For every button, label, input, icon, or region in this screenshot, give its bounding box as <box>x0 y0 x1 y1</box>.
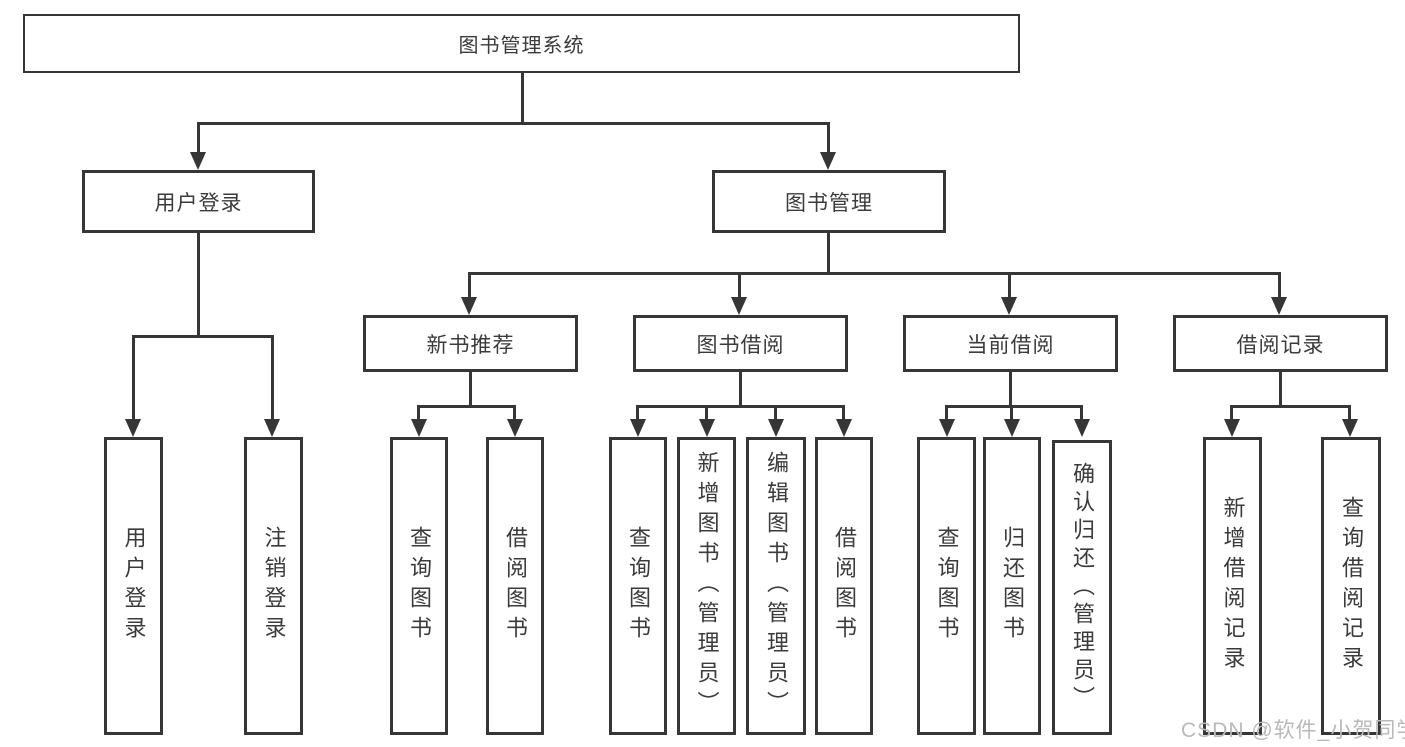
connector-line <box>827 233 830 275</box>
connector-line <box>1010 405 1013 421</box>
arrow-down-icon <box>820 152 836 170</box>
connector-line <box>132 335 274 338</box>
arrow-down-icon <box>125 419 141 437</box>
leaf-confirm-return-admin: 确认归还（管理员） <box>1052 440 1112 735</box>
connector-line <box>521 73 524 125</box>
connector-line <box>827 122 830 154</box>
connector-line <box>774 405 777 421</box>
node-book-management-label: 图书管理 <box>785 191 873 215</box>
arrow-down-icon <box>1342 419 1358 437</box>
node-root: 图书管理系统 <box>23 14 1020 73</box>
connector-line <box>738 272 741 300</box>
leaf-query-books-recommend-label: 查询图书 <box>407 526 432 646</box>
connector-line <box>636 405 845 408</box>
watermark: CSDN @软件_小贺同学 <box>1181 719 1405 742</box>
arrow-down-icon <box>1004 419 1020 437</box>
connector-line <box>513 405 516 421</box>
leaf-query-books-borrow-label: 查询图书 <box>626 526 651 646</box>
connector-line <box>1008 272 1011 300</box>
leaf-query-books-current: 查询图书 <box>917 437 976 735</box>
arrow-down-icon <box>1224 419 1240 437</box>
node-new-book-recommend: 新书推荐 <box>363 315 578 372</box>
connector-line <box>1230 405 1351 408</box>
connector-line <box>1230 405 1233 421</box>
node-book-borrow: 图书借阅 <box>633 315 848 372</box>
leaf-query-borrow-record: 查询借阅记录 <box>1321 437 1381 735</box>
leaf-confirm-return-admin-label: 确认归还（管理员） <box>1070 461 1095 714</box>
connector-line <box>197 122 830 125</box>
leaf-add-borrow-record-label: 新增借阅记录 <box>1220 496 1246 676</box>
leaf-user-login: 用户登录 <box>104 437 163 735</box>
connector-line <box>1279 372 1282 408</box>
connector-line <box>1278 272 1281 300</box>
connector-line <box>197 233 200 338</box>
connector-line <box>271 335 274 421</box>
arrow-down-icon <box>768 419 784 437</box>
leaf-borrow-books-recommend-label: 借阅图书 <box>503 526 528 646</box>
leaf-add-books-admin: 新增图书（管理员） <box>677 437 736 735</box>
arrow-down-icon <box>411 419 427 437</box>
leaf-edit-books-admin-label: 编辑图书（管理员） <box>764 451 789 721</box>
node-borrow-record-label: 借阅记录 <box>1236 333 1325 357</box>
leaf-query-books-borrow: 查询图书 <box>609 437 667 735</box>
connector-line <box>945 405 948 421</box>
connector-line <box>1348 405 1351 421</box>
leaf-edit-books-admin: 编辑图书（管理员） <box>746 437 806 735</box>
arrow-down-icon <box>190 152 206 170</box>
node-borrow-record: 借阅记录 <box>1173 315 1388 372</box>
leaf-add-books-admin-label: 新增图书（管理员） <box>694 451 720 721</box>
arrow-down-icon <box>699 419 715 437</box>
leaf-logout-label: 注销登录 <box>261 526 287 646</box>
arrow-down-icon <box>939 419 955 437</box>
leaf-borrow-books-label: 借阅图书 <box>832 526 857 646</box>
connector-line <box>705 405 708 421</box>
node-new-book-recommend-label: 新书推荐 <box>426 333 515 357</box>
node-book-borrow-label: 图书借阅 <box>696 333 785 357</box>
connector-line <box>417 405 516 408</box>
connector-line <box>132 335 135 421</box>
arrow-down-icon <box>1001 297 1017 315</box>
leaf-return-books: 归还图书 <box>983 437 1041 735</box>
arrow-down-icon <box>731 297 747 315</box>
leaf-query-books-current-label: 查询图书 <box>934 526 960 646</box>
node-user-login: 用户登录 <box>82 170 315 233</box>
node-root-label: 图书管理系统 <box>458 35 585 57</box>
leaf-query-borrow-record-label: 查询借阅记录 <box>1339 496 1364 676</box>
connector-line <box>842 405 845 421</box>
connector-line <box>1009 372 1012 408</box>
arrow-down-icon <box>1271 297 1287 315</box>
node-book-management: 图书管理 <box>712 170 946 233</box>
connector-line <box>469 372 472 408</box>
connector-line <box>945 405 1083 408</box>
arrow-down-icon <box>264 419 280 437</box>
arrow-down-icon <box>836 419 852 437</box>
connector-line <box>739 372 742 408</box>
node-user-login-label: 用户登录 <box>154 191 243 215</box>
leaf-borrow-books-recommend: 借阅图书 <box>486 437 544 735</box>
connector-line <box>636 405 639 421</box>
connector-line <box>197 122 200 154</box>
arrow-down-icon <box>507 419 523 437</box>
leaf-borrow-books: 借阅图书 <box>815 437 873 735</box>
arrow-down-icon <box>461 297 477 315</box>
leaf-user-login-label: 用户登录 <box>121 526 147 646</box>
connector-line <box>468 272 1281 275</box>
arrow-down-icon <box>630 419 646 437</box>
leaf-query-books-recommend: 查询图书 <box>390 437 448 735</box>
leaf-logout: 注销登录 <box>244 437 303 735</box>
arrow-down-icon <box>1074 419 1090 437</box>
node-current-borrow-label: 当前借阅 <box>966 333 1055 357</box>
node-current-borrow: 当前借阅 <box>903 315 1118 372</box>
connector-line <box>1080 405 1083 421</box>
leaf-return-books-label: 归还图书 <box>1000 526 1025 646</box>
connector-line <box>468 272 471 300</box>
leaf-add-borrow-record: 新增借阅记录 <box>1203 437 1262 735</box>
connector-line <box>417 405 420 421</box>
